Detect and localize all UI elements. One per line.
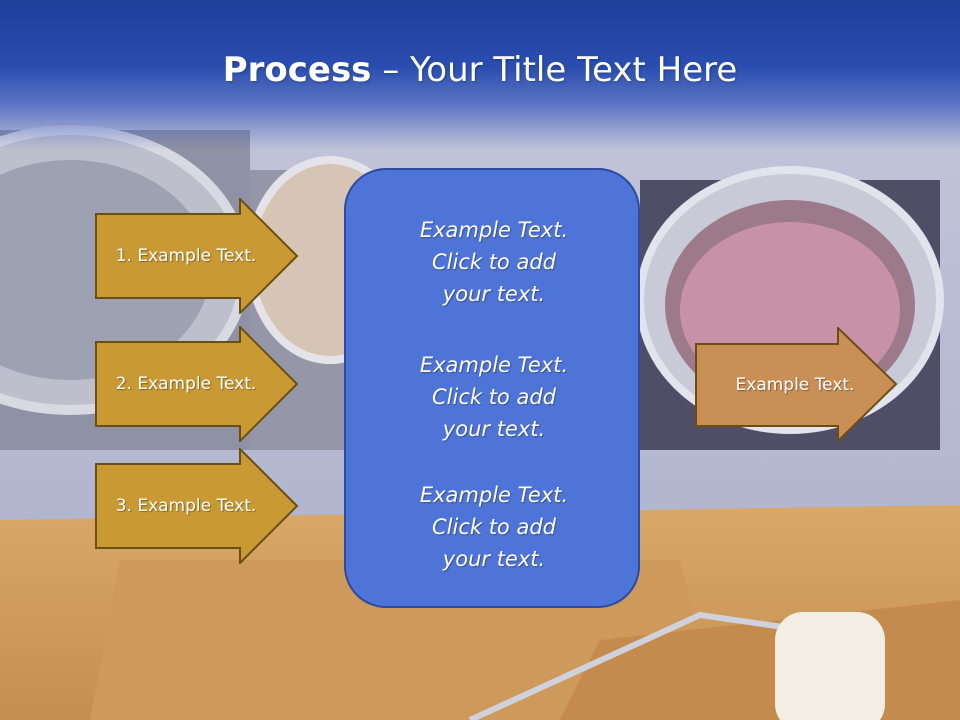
process-arrow-3[interactable]: 3. Example Text.	[95, 448, 300, 564]
process-arrow-2[interactable]: 2. Example Text.	[95, 326, 300, 442]
paragraph-line: your text.	[442, 547, 546, 571]
paragraph-line: Click to add	[431, 250, 556, 274]
process-arrow-1[interactable]: 1. Example Text.	[95, 198, 300, 314]
title-bar	[0, 0, 960, 150]
slide-title-bold: Process	[222, 50, 372, 90]
center-paragraph-3: Example Text. Click to add your text.	[346, 479, 642, 575]
arrow-label: 2. Example Text.	[115, 374, 257, 394]
arrow-shape	[95, 448, 299, 564]
output-arrow[interactable]: Example Text.	[695, 327, 900, 443]
paragraph-line: Click to add	[431, 515, 556, 539]
arrow-label: Example Text.	[735, 375, 855, 395]
arrow-shape	[95, 198, 299, 314]
center-text-box[interactable]: Example Text. Click to add your text. Ex…	[344, 168, 640, 608]
arrow-shape	[695, 327, 898, 443]
paragraph-line: your text.	[442, 282, 546, 306]
paragraph-line: Click to add	[431, 385, 556, 409]
slide-title-rest: – Your Title Text Here	[371, 50, 738, 90]
arrow-label: 1. Example Text.	[115, 246, 257, 266]
slide-title[interactable]: Process – Your Title Text Here	[0, 50, 960, 90]
arrow-label: 3. Example Text.	[115, 496, 257, 516]
paragraph-line: Example Text.	[419, 218, 569, 242]
center-paragraph-1: Example Text. Click to add your text.	[346, 214, 642, 310]
center-paragraph-2: Example Text. Click to add your text.	[346, 349, 642, 445]
paragraph-line: your text.	[442, 417, 546, 441]
paragraph-line: Example Text.	[419, 483, 569, 507]
paragraph-line: Example Text.	[419, 353, 569, 377]
arrow-shape	[95, 326, 299, 442]
